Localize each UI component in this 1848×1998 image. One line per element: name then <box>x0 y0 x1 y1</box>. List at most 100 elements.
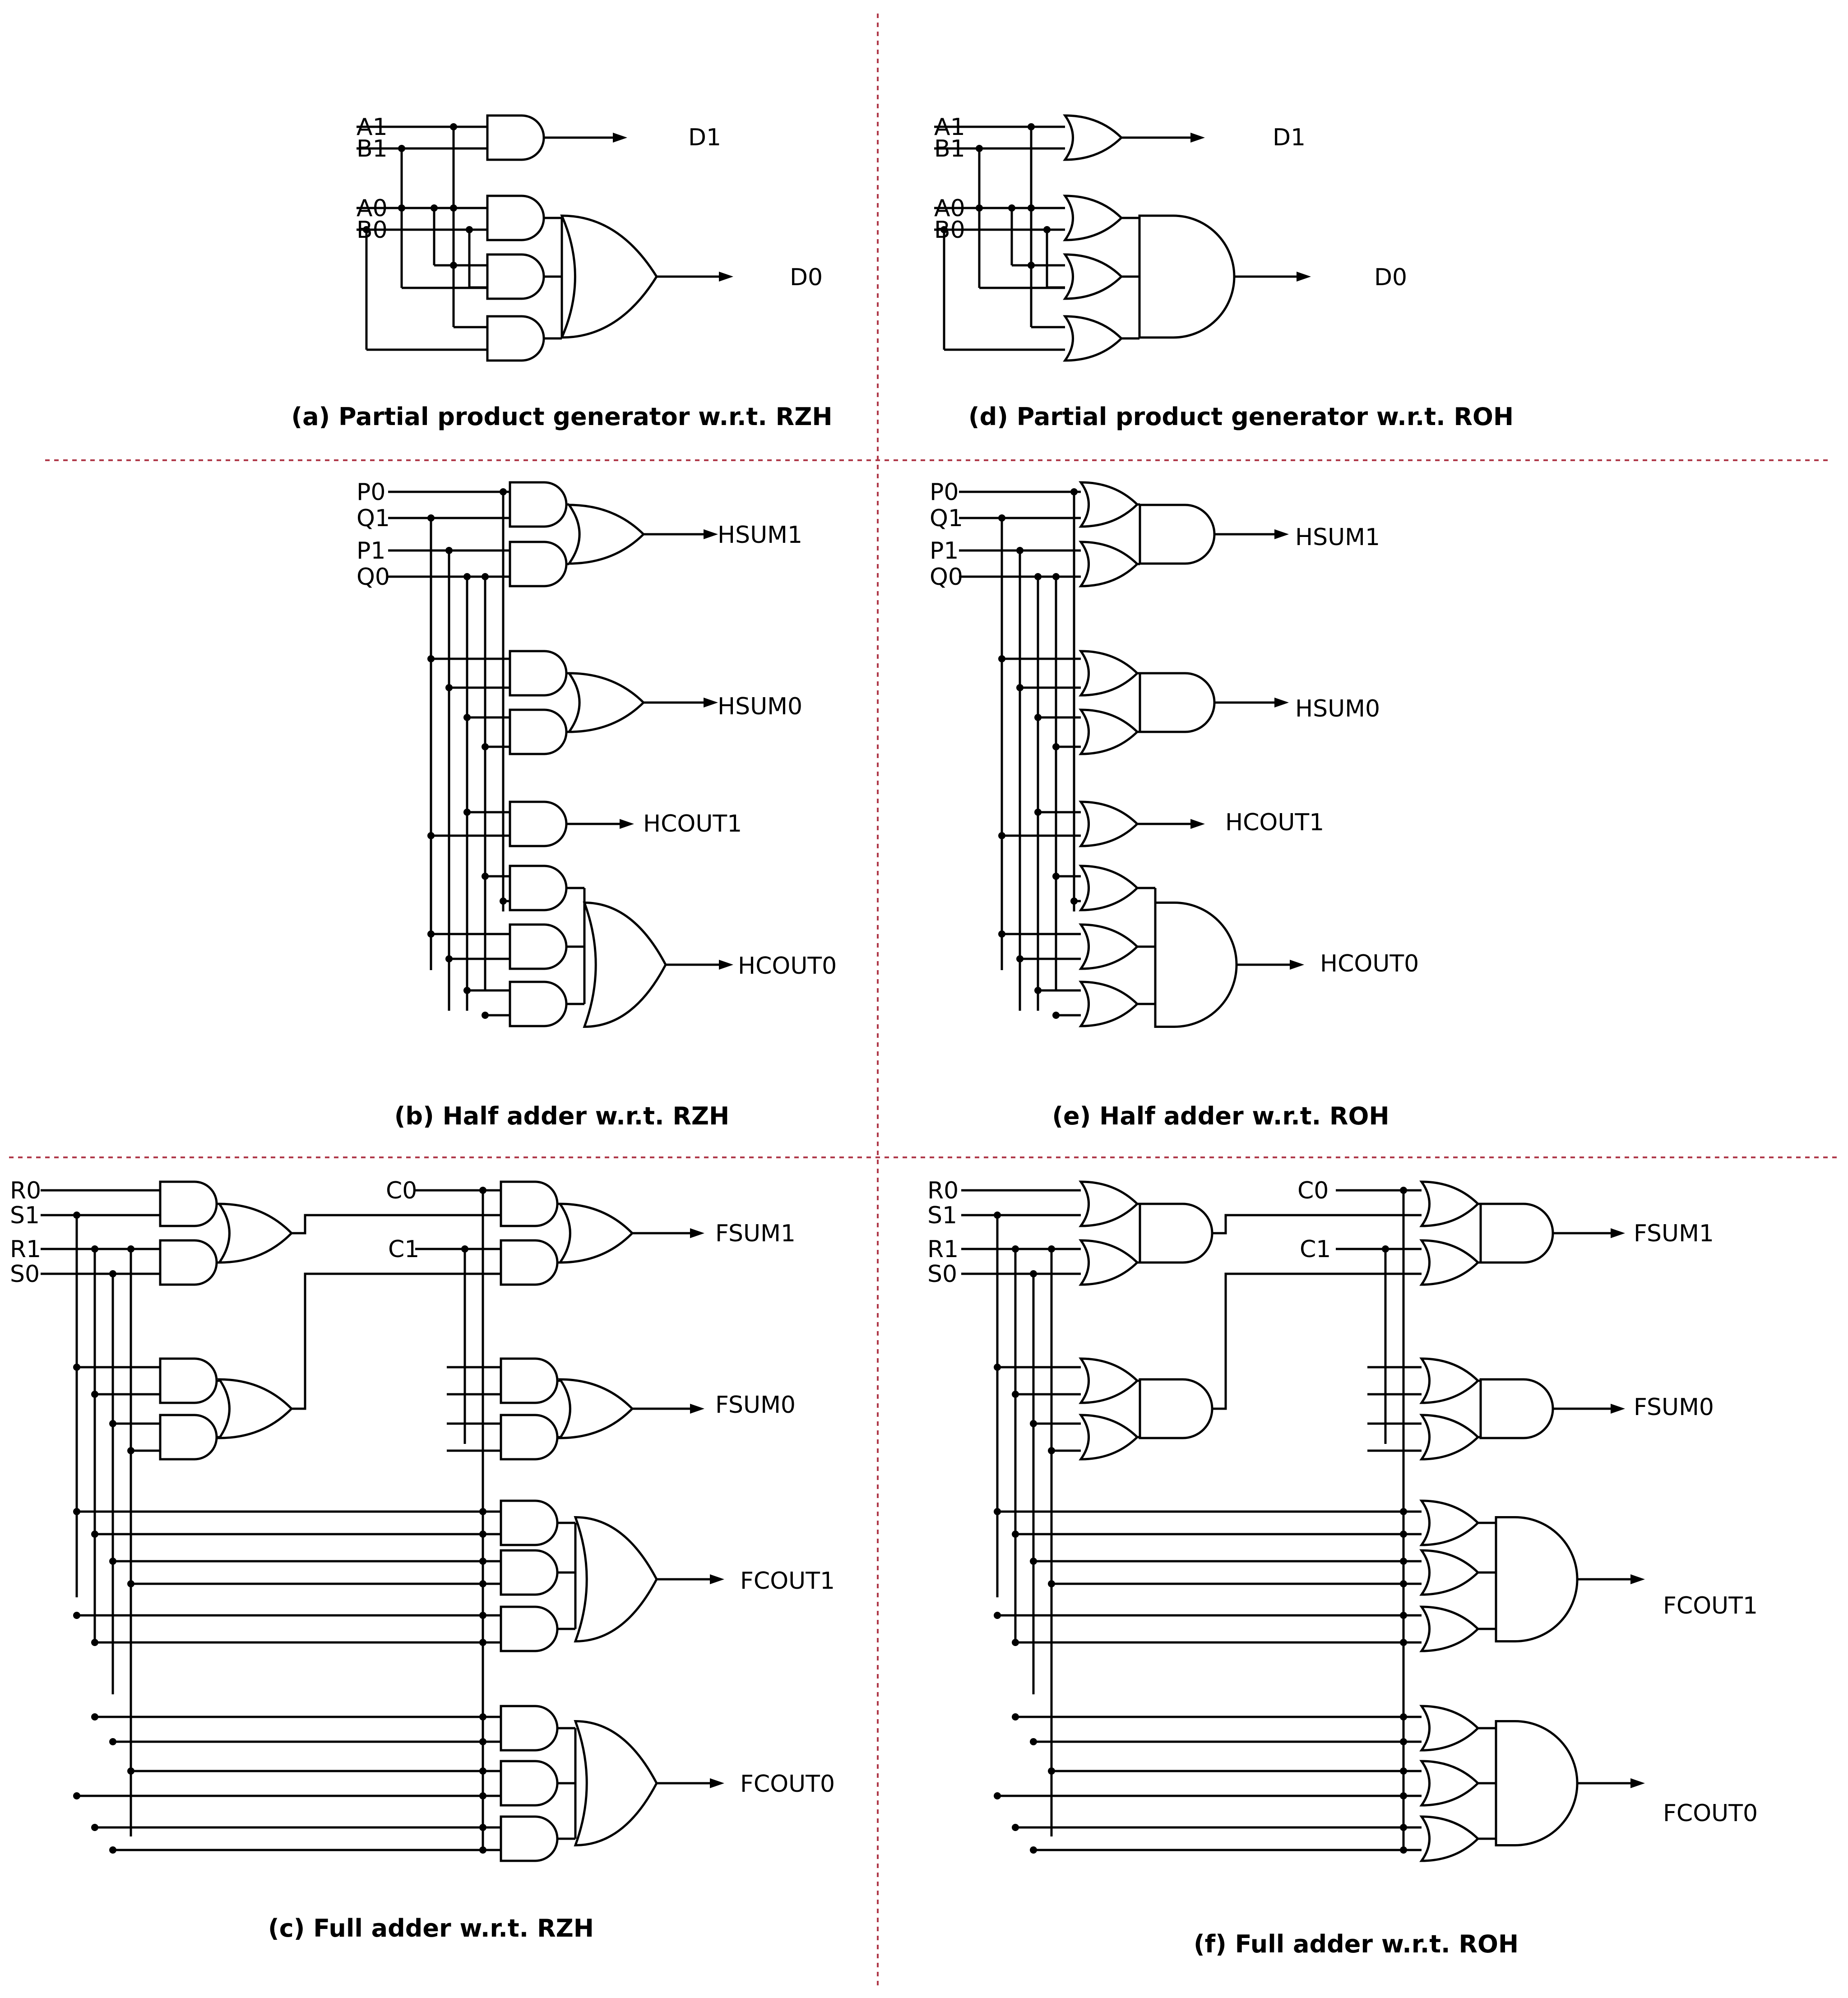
output-label-d1: D1 <box>1273 124 1306 151</box>
junction-dot <box>482 573 489 580</box>
junction-dot <box>91 1639 98 1646</box>
arrow-head-icon <box>1611 1404 1625 1414</box>
junction-dot <box>109 1846 116 1854</box>
junction-dot <box>976 204 983 212</box>
and-gate <box>1138 214 1236 339</box>
or-gate <box>1079 708 1139 755</box>
junction-dots <box>73 123 1645 1854</box>
junction-dot <box>976 145 983 152</box>
input-label-s0: S0 <box>10 1261 40 1288</box>
output-label-d1: D1 <box>688 124 721 151</box>
arrow-head-icon <box>690 1228 704 1238</box>
junction-dot <box>479 1187 486 1194</box>
input-label-a0: A0 <box>357 195 388 222</box>
carry-label-c0: C0 <box>1297 1177 1329 1204</box>
input-label-q1: Q1 <box>930 505 963 532</box>
junction-dot <box>1400 1792 1407 1799</box>
junction-dot <box>431 204 438 212</box>
or-gate <box>1419 1605 1480 1652</box>
junction-dot <box>479 1531 486 1538</box>
or-gate <box>1419 1414 1480 1461</box>
output-label-d0: D0 <box>790 264 823 291</box>
junction-dot <box>445 547 453 554</box>
junction-dot <box>1034 573 1042 580</box>
and-gate <box>509 708 568 755</box>
or-gate <box>583 901 667 1028</box>
junction-dot <box>479 1792 486 1799</box>
or-gate <box>574 1720 658 1847</box>
arrow-head-icon <box>710 1574 724 1584</box>
and-gate <box>486 114 545 161</box>
junction-dot <box>1070 897 1078 905</box>
junction-dot <box>482 743 489 750</box>
junction-dot <box>479 1846 486 1854</box>
junction-dot <box>463 573 471 580</box>
and-gate <box>1495 1720 1579 1846</box>
or-gate <box>1079 541 1139 587</box>
and-gate <box>486 253 545 300</box>
junction-dot <box>1400 1639 1407 1646</box>
input-label-q0: Q0 <box>357 564 390 591</box>
input-label-q1: Q1 <box>357 505 390 532</box>
output-label-hsum0: HSUM0 <box>718 693 802 720</box>
caption-e: (e) Half adder w.r.t. ROH <box>1052 1102 1389 1130</box>
arrow-head-icon <box>613 133 627 143</box>
wire <box>1212 1214 1422 1235</box>
arrow-head-icon <box>620 819 634 829</box>
panel-e-half-adder-roh: P0 Q1 P1 Q0 HSUM1 HSUM0 HCOUT1 HCOUT0 (e… <box>930 479 1419 1130</box>
or-gate <box>1079 865 1139 911</box>
panel-d-partial-product-roh: A1 B1 A0 B0 D1 D0 (d) Partial product ge… <box>934 114 1514 431</box>
and-gate <box>500 1414 559 1461</box>
junction-dot <box>500 897 507 905</box>
junction-dot <box>127 1767 134 1775</box>
junction-dot <box>1012 1713 1019 1720</box>
and-gate <box>486 315 545 362</box>
or-gate <box>558 1378 634 1439</box>
junction-dot <box>1048 1767 1055 1775</box>
and-gate <box>509 481 568 528</box>
junction-dot <box>91 1713 98 1720</box>
and-gate <box>1139 1378 1213 1439</box>
junction-dot <box>127 1580 134 1587</box>
junction-dot <box>1028 204 1035 212</box>
arrow-head-icon <box>1274 529 1289 539</box>
junction-dot <box>1030 1558 1037 1565</box>
arrow-head-icon <box>1630 1778 1645 1788</box>
junction-dot <box>1016 955 1024 962</box>
junction-dot <box>450 262 457 269</box>
junction-dot <box>91 1824 98 1831</box>
input-label-r0: R0 <box>10 1177 41 1204</box>
caption-a: (a) Partial product generator w.r.t. RZH <box>291 402 832 431</box>
panel-c-full-adder-rzh: R0 S1 R1 S0 C0 C1 FSUM1 FSUM0 FCOUT1 FCO… <box>10 1177 835 1942</box>
junction-dot <box>73 1508 80 1515</box>
junction-dot <box>445 955 453 962</box>
and-gate <box>500 1239 559 1286</box>
junction-dot <box>91 1531 98 1538</box>
input-label-a1: A1 <box>357 114 388 141</box>
junction-dot <box>1030 1420 1037 1427</box>
or-gate <box>1419 1815 1480 1862</box>
junction-dot <box>1034 809 1042 816</box>
or-gate <box>1419 1499 1480 1546</box>
input-label-p1: P1 <box>930 537 959 564</box>
junction-dot <box>1070 488 1078 495</box>
junction-dot <box>998 930 1005 938</box>
or-gate <box>217 1202 293 1264</box>
input-label-r1: R1 <box>10 1236 41 1263</box>
input-label-p0: P0 <box>930 479 959 506</box>
wires <box>41 125 1636 1851</box>
junction-dot <box>479 1580 486 1587</box>
panel-b-half-adder-rzh: P0 Q1 P1 Q0 HSUM1 HSUM0 HCOUT1 HCOUT0 (b… <box>357 479 837 1130</box>
junction-dot <box>479 1612 486 1619</box>
input-label-a0: A0 <box>934 195 965 222</box>
junction-dot <box>998 655 1005 662</box>
junction-dot <box>450 123 457 130</box>
or-gate <box>1419 1180 1480 1227</box>
junction-dot <box>463 714 471 721</box>
input-label-b0: B0 <box>934 217 965 244</box>
or-gate <box>1079 650 1139 697</box>
junction-dot <box>1400 1612 1407 1619</box>
output-label-fsum0: FSUM0 <box>715 1392 796 1419</box>
and-gate <box>500 1357 559 1404</box>
